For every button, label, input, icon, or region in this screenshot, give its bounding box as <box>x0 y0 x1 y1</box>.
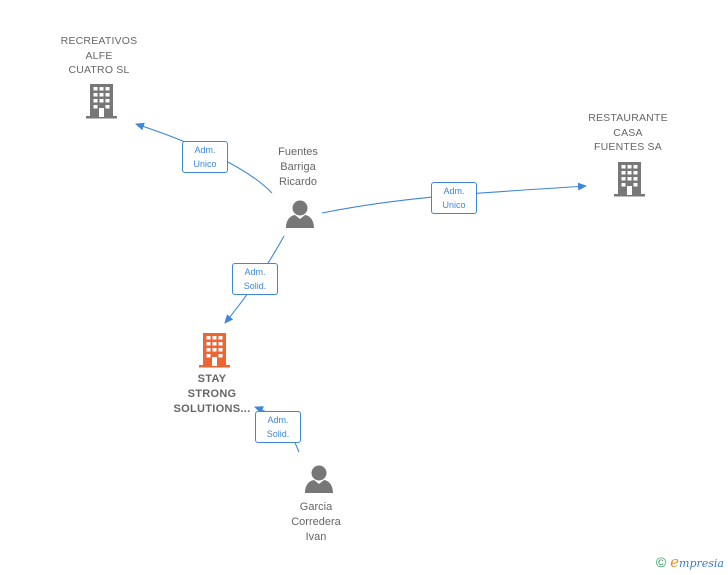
person-icon[interactable] <box>286 200 314 229</box>
node-label-line: Ricardo <box>279 176 317 188</box>
node-label-garcia-corredera[interactable]: Garcia Corredera Ivan <box>276 500 356 545</box>
footer-brand[interactable]: © empresia <box>656 553 724 571</box>
edge-badge-adm-unico[interactable]: Adm. Unico <box>431 182 477 214</box>
node-label-line: STAY <box>197 373 227 385</box>
edge-badge-line: Adm. <box>267 415 289 425</box>
edge-badge-line: Solid. <box>243 281 267 291</box>
edge-badge-adm-unico[interactable]: Adm. Unico <box>182 141 228 173</box>
node-label-line: FUENTES SA <box>594 141 662 153</box>
node-label-line: Garcia <box>299 501 333 513</box>
node-label-stay-strong[interactable]: STAY STRONG SOLUTIONS... <box>162 372 262 417</box>
node-label-line: Corredera <box>291 516 341 528</box>
person-icon[interactable] <box>305 465 333 494</box>
node-label-restaurante-casa-fuentes[interactable]: RESTAURANTE CASA FUENTES SA <box>578 111 678 155</box>
copyright-icon: © <box>655 554 667 570</box>
edge-badge-line: Adm. <box>244 267 266 277</box>
edge-badge-adm-solid[interactable]: Adm. Solid. <box>255 411 301 443</box>
node-label-line: RECREATIVOS <box>60 35 138 47</box>
node-label-fuentes-barriga[interactable]: Fuentes Barriga Ricardo <box>258 145 338 190</box>
edge-badge-line: Solid. <box>266 429 290 439</box>
node-label-line: Ivan <box>305 531 327 543</box>
node-label-line: SOLUTIONS... <box>173 403 251 415</box>
edge-badge-line: Adm. <box>443 186 465 196</box>
node-label-line: CASA <box>613 126 643 139</box>
node-label-line: Fuentes <box>278 146 318 158</box>
building-icon[interactable] <box>199 333 230 368</box>
building-icon[interactable] <box>86 84 117 119</box>
edge-badge-adm-solid[interactable]: Adm. Solid. <box>232 263 278 295</box>
brand-logo: empresia <box>670 553 724 571</box>
node-label-line: CUATRO SL <box>68 64 130 76</box>
node-label-line: STRONG <box>187 388 237 400</box>
node-label-line: ALFE <box>85 49 113 62</box>
node-label-recreativos-alfe[interactable]: RECREATIVOS ALFE CUATRO SL <box>49 34 149 78</box>
edge-badge-line: Unico <box>193 159 217 169</box>
node-label-line: Barriga <box>280 161 316 173</box>
edge-badge-line: Adm. <box>194 145 216 155</box>
edge-badge-line: Unico <box>442 200 466 210</box>
node-label-line: RESTAURANTE <box>588 112 668 124</box>
building-icon[interactable] <box>614 162 645 197</box>
